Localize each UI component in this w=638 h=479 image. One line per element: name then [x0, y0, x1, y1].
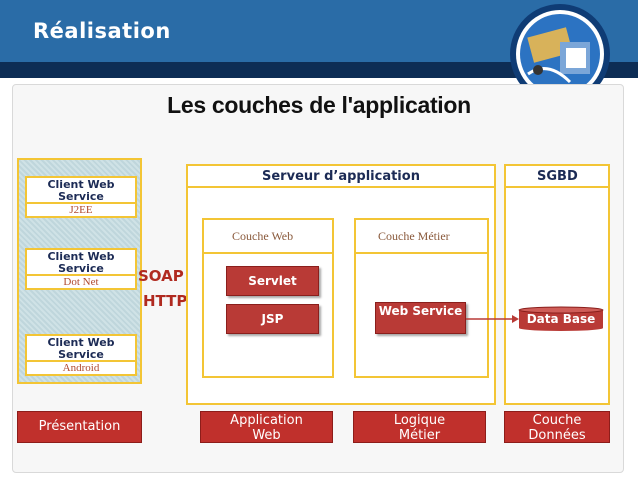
slide-title: Réalisation: [33, 19, 171, 43]
web-layer-header: [202, 218, 334, 254]
servlet-component: Servlet: [226, 266, 319, 296]
client-web-service-j2ee: Client Web Service: [25, 176, 137, 204]
tier-application-web: Application Web: [200, 411, 333, 443]
tier-logique-metier: Logique Métier: [353, 411, 486, 443]
client-platform-android: Android: [25, 362, 137, 376]
diagram-title: Les couches de l'application: [167, 92, 471, 118]
database-label: Data Base: [526, 312, 596, 326]
database-icon: [518, 306, 604, 331]
tier-couche-donnees: Couche Données: [504, 411, 610, 443]
client-platform-dotnet: Dot Net: [25, 276, 137, 290]
protocol-http: HTTP: [143, 292, 188, 310]
sgbd-title: SGBD: [537, 169, 578, 184]
application-server-header: [186, 164, 496, 188]
business-layer-title: Couche Métier: [378, 229, 450, 243]
web-service-component: Web Service: [375, 302, 466, 334]
sgbd-header: [504, 164, 610, 188]
protocol-soap: SOAP: [138, 267, 184, 285]
arrow-icon: [466, 315, 519, 323]
application-server-title: Serveur d’application: [262, 169, 420, 184]
client-web-service-dotnet: Client Web Service: [25, 248, 137, 276]
client-web-service-android: Client Web Service: [25, 334, 137, 362]
jsp-component: JSP: [226, 304, 319, 334]
tier-presentation: Présentation: [17, 411, 142, 443]
header-band: [0, 62, 638, 78]
sgbd-box: [504, 164, 610, 405]
client-platform-j2ee: J2EE: [25, 204, 137, 218]
business-layer-header: [354, 218, 489, 254]
logo-icon: [510, 4, 610, 104]
web-layer-title: Couche Web: [232, 229, 294, 243]
